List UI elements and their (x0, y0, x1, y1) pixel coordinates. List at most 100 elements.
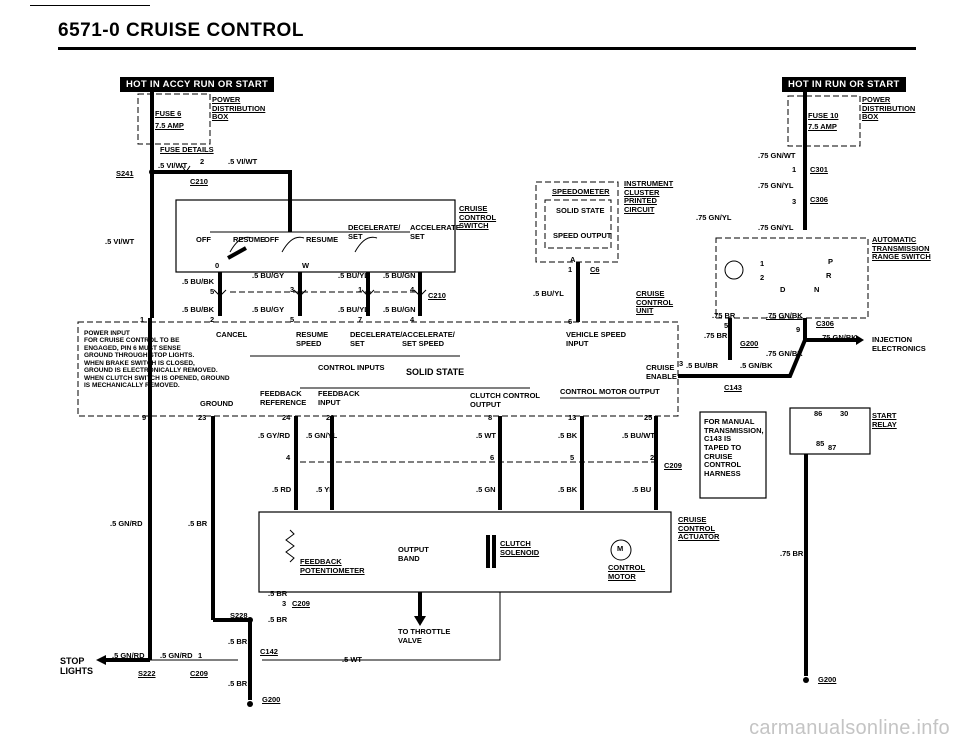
switch-pos-off-2: OFF (264, 235, 279, 244)
wire-label-bu-br: .5 BU/BR (686, 361, 719, 370)
wire-label-gn: .5 GN (476, 485, 496, 494)
speedometer-inner-box (544, 199, 612, 249)
connector-c209-stop: C209 (190, 669, 208, 678)
cu-pin-13: 13 (568, 413, 577, 422)
clutch-solenoid-label: CLUTCH SOLENOID (500, 539, 540, 557)
wire-label-gn-bk-right: .75 GN/BK (766, 311, 803, 320)
splice-s228-label: S228 (230, 611, 248, 620)
switch-box-outline (175, 199, 456, 273)
wire-label-wt-clutch: .5 WT (342, 655, 362, 664)
cu-resume-speed-label: RESUME SPEED (296, 330, 329, 348)
cu-pin-26: 26 (326, 413, 335, 422)
cu-cancel-label: CANCEL (216, 330, 248, 339)
power-dist-box-left: POWER DISTRIBUTION BOX (212, 95, 266, 122)
switch-pos-decel-set: DECELERATE/ SET (348, 223, 401, 241)
wire-label-bu-bk-bottom: .5 BU/BK (182, 305, 215, 314)
switch-pin-4: 4 (410, 285, 415, 294)
connector-c210-top (181, 165, 191, 173)
fuse10-amp: 7.5 AMP (808, 122, 837, 131)
gear-2: 2 (760, 273, 765, 282)
motor-circle (610, 539, 632, 561)
control-motor-label: CONTROL MOTOR (608, 563, 646, 581)
gear-p: P (828, 257, 834, 266)
fuse6-amp: 7.5 AMP (155, 121, 184, 130)
splice-s228-dot (247, 617, 253, 623)
wire-bu-br-right (678, 339, 807, 378)
output-band-label: OUTPUT BAND (398, 545, 429, 563)
wire-label-gn-yl-right-2: .75 GN/YL (696, 213, 732, 222)
right-pin-1: 1 (792, 165, 797, 174)
trans-range-switch-label: AUTOMATIC TRANSMISSION RANGE SWITCH (872, 235, 931, 262)
wire-label-bk: .5 BK (558, 431, 578, 440)
cu-vehicle-speed-label: VEHICLE SPEED INPUT (566, 330, 627, 348)
switch-pin-1: 1 (358, 285, 363, 294)
stop-pin-1: 1 (198, 651, 203, 660)
wire-label-bk-lower: .5 BK (558, 485, 578, 494)
gear-n: N (814, 285, 820, 294)
wire-label-bu-yl-top: .5 BU/YL (338, 271, 369, 280)
cu-motor-output-label: CONTROL MOTOR OUTPUT (560, 387, 660, 396)
potentiometer-symbol (285, 529, 295, 563)
wire-label-gy-rd: .5 GY/RD (258, 431, 291, 440)
wire-label-gn-bk-c143: .5 GN/BK (740, 361, 773, 370)
wire-label-bu-wt: .5 BU/WT (622, 431, 655, 440)
trans-switch-symbol (724, 260, 744, 280)
wire-label-wt: .5 WT (476, 431, 496, 440)
ground-g200-dot (247, 701, 253, 707)
trans-switch-outline (715, 237, 869, 319)
throttle-arrow (414, 616, 426, 626)
switch-wires (218, 272, 422, 316)
wire-label-gn-bk-right-2: .75 GN/BK (766, 349, 803, 358)
cu-clutch-output-label: CLUTCH CONTROL OUTPUT (470, 391, 540, 409)
connector-c209-label: C209 (664, 461, 682, 470)
stop-lights-arrow (96, 655, 106, 665)
wire-label-br-right-2: .75 BR (704, 331, 728, 340)
cu-pin-4: 4 (410, 315, 415, 324)
injection-electronics-label: INJECTION ELECTRONICS (872, 335, 926, 353)
switch-code-0: 0 (215, 261, 220, 270)
wire-label-gn-rd-stop-1: .5 GN/RD (112, 651, 145, 660)
switch-pin-3: 3 (290, 285, 295, 294)
wire-label-br-left: .5 BR (188, 519, 208, 528)
fuse6-label: FUSE 6 (155, 109, 182, 118)
right-pin-5: 5 (724, 321, 729, 330)
manual-transmission-note: FOR MANUAL TRANSMISSION, C143 IS TAPED T… (704, 417, 764, 478)
wire-label-bu-bk-top: .5 BU/BK (182, 277, 215, 286)
connector-c306-label: C306 (810, 195, 828, 204)
cu-pin-5: 5 (290, 315, 295, 324)
control-unit-label: CRUISE CONTROL UNIT (636, 289, 674, 316)
power-input-note: POWER INPUT FOR CRUISE CONTROL TO BE ENG… (84, 330, 230, 390)
relay-pin-85: 85 (816, 439, 825, 448)
switch-connector-chevrons (213, 289, 427, 297)
wire-label-bu-gn-bottom: .5 BU/GN (383, 305, 416, 314)
harness-pin-7: 7 (330, 453, 335, 462)
cu-pin-1: 1 (140, 315, 145, 324)
cu-control-inputs-label: CONTROL INPUTS (318, 363, 385, 372)
connector-c6-label: C6 (590, 265, 600, 274)
wire-label-gn-yl: .5 GN/YL (306, 431, 338, 440)
feedback-potentiometer-label: FEEDBACK POTENTIOMETER (300, 557, 365, 575)
manual-note-box (699, 411, 767, 499)
wire-label-speed-bu-yl: .5 BU/YL (533, 289, 564, 298)
connector-c210-label: C210 (190, 177, 208, 186)
gear-r: R (826, 271, 832, 280)
switch-pos-off-1: OFF (196, 235, 211, 244)
switch-pos-resume-2: RESUME (306, 235, 339, 244)
motor-symbol-m: M (617, 544, 624, 553)
instrument-cluster-label: INSTRUMENT CLUSTER PRINTED CIRCUIT (624, 179, 674, 214)
cu-feedback-ref-label: FEEDBACK REFERENCE (260, 389, 307, 407)
ground-g200-right-bottom: G200 (818, 675, 837, 684)
cu-pin-6: 6 (568, 317, 573, 326)
ground-g200-label: G200 (262, 695, 281, 704)
cu-solid-state-label: SOLID STATE (406, 367, 465, 377)
wire-label-bu-gy-top: .5 BU/GY (252, 271, 285, 280)
actuator-box-outline (258, 511, 672, 593)
connector-c209-ground: C209 (292, 599, 310, 608)
wire-label-gn-yl-right-1: .75 GN/YL (758, 181, 794, 190)
cu-pin-2: 2 (210, 315, 215, 324)
control-unit-box-outline (77, 321, 679, 417)
cu-pin-7: 7 (358, 315, 363, 324)
fuse10-label: FUSE 10 (808, 111, 839, 120)
harness-pin-4: 4 (286, 453, 291, 462)
connector-c142-label: C142 (260, 647, 278, 656)
